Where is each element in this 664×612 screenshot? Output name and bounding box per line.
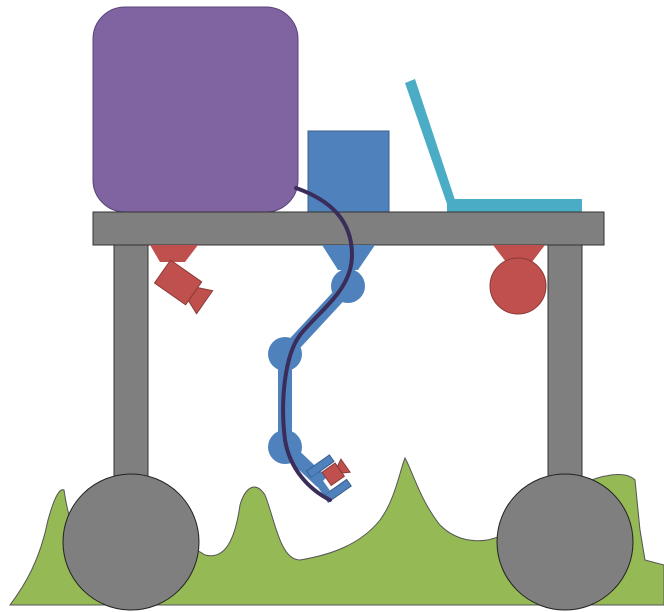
hopper-funnel bbox=[322, 245, 375, 270]
purple-box bbox=[92, 6, 299, 213]
robot-arm bbox=[268, 269, 365, 503]
laptop-icon bbox=[405, 79, 582, 213]
leg-left bbox=[113, 243, 149, 485]
wheel-left bbox=[62, 473, 200, 611]
arm-joint-1 bbox=[331, 269, 365, 303]
leg-right bbox=[547, 243, 583, 485]
cable-line bbox=[281, 186, 355, 502]
dome-sensor-icon bbox=[489, 245, 547, 315]
wheel-right bbox=[496, 473, 634, 611]
camera-icon bbox=[150, 245, 214, 315]
